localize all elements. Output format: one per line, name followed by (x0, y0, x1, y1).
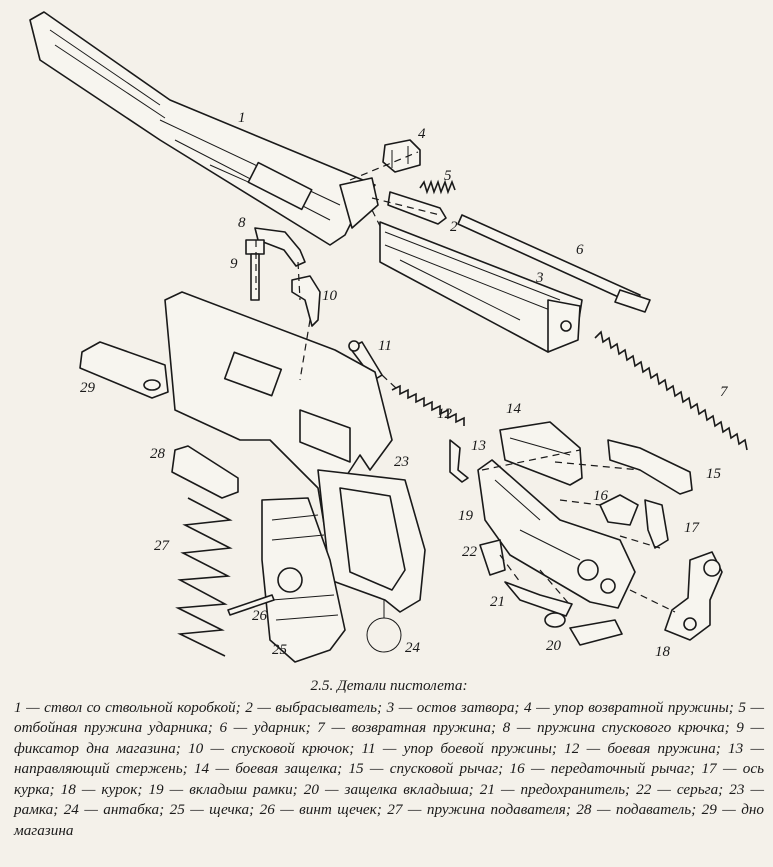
label-8: 8 (238, 215, 246, 231)
part-transfer-lever (599, 494, 639, 526)
part-mainspring (391, 384, 465, 426)
label-5: 5 (444, 168, 452, 184)
part-firing-pin-spring (419, 179, 456, 195)
label-21: 21 (490, 594, 505, 610)
part-extractor (387, 191, 447, 225)
label-1: 1 (238, 110, 246, 126)
label-4: 4 (418, 126, 426, 142)
part-barrel (29, 11, 379, 246)
label-18: 18 (655, 644, 671, 660)
part-follower (171, 445, 239, 499)
part-guide-rod (449, 439, 469, 483)
figure-caption: 2.5. Детали пистолета: 1 — ствол со ство… (14, 676, 764, 841)
label-25: 25 (272, 642, 288, 658)
label-14: 14 (506, 401, 522, 417)
label-11: 11 (378, 338, 392, 354)
label-12: 12 (437, 406, 453, 422)
part-bolt (379, 221, 583, 353)
label-3: 3 (535, 270, 544, 286)
part-sear (499, 421, 583, 486)
label-2: 2 (450, 219, 458, 235)
part-recoil-spring-stop (382, 139, 421, 173)
part-magazine-floorplate (79, 341, 169, 399)
caption-legend: 1 — ствол со ствольной коробкой; 2 — выб… (14, 698, 764, 839)
label-19: 19 (458, 508, 474, 524)
label-6: 6 (576, 242, 584, 258)
label-13: 13 (471, 438, 486, 454)
label-7: 7 (720, 384, 729, 400)
label-28: 28 (150, 446, 166, 462)
part-link (479, 539, 506, 576)
part-trigger-lever (607, 439, 693, 495)
label-24: 24 (405, 640, 421, 656)
label-29: 29 (80, 380, 96, 396)
part-hammer-pin (644, 499, 669, 549)
caption-title: 2.5. Детали пистолета: (310, 677, 468, 694)
part-recoil-spring (594, 330, 748, 451)
part-firing-pin (457, 214, 651, 313)
part-frame (164, 291, 426, 653)
label-27: 27 (154, 538, 171, 554)
part-safety (504, 581, 573, 628)
part-lock-frame-latch (569, 619, 623, 646)
label-22: 22 (462, 544, 478, 560)
label-23: 23 (394, 454, 409, 470)
part-grip-screw (227, 594, 275, 616)
exploded-parts-diagram: 1 2 3 4 5 6 7 8 9 10 11 12 13 14 15 16 1… (29, 11, 748, 663)
part-numbers: 1 2 3 4 5 6 7 8 9 10 11 12 13 14 15 16 1… (80, 110, 729, 660)
label-20: 20 (546, 638, 562, 654)
part-grip-panel (261, 497, 346, 663)
part-lock-frame (477, 459, 636, 609)
label-16: 16 (593, 488, 609, 504)
label-15: 15 (706, 466, 722, 482)
label-17: 17 (684, 520, 701, 536)
part-hammer (664, 551, 723, 641)
label-26: 26 (252, 608, 268, 624)
assembly-lines (255, 151, 676, 613)
label-10: 10 (322, 288, 338, 304)
label-9: 9 (230, 256, 238, 272)
part-magazine-latch (245, 239, 265, 301)
part-magazine-spring (175, 497, 233, 657)
part-trigger (291, 275, 321, 327)
